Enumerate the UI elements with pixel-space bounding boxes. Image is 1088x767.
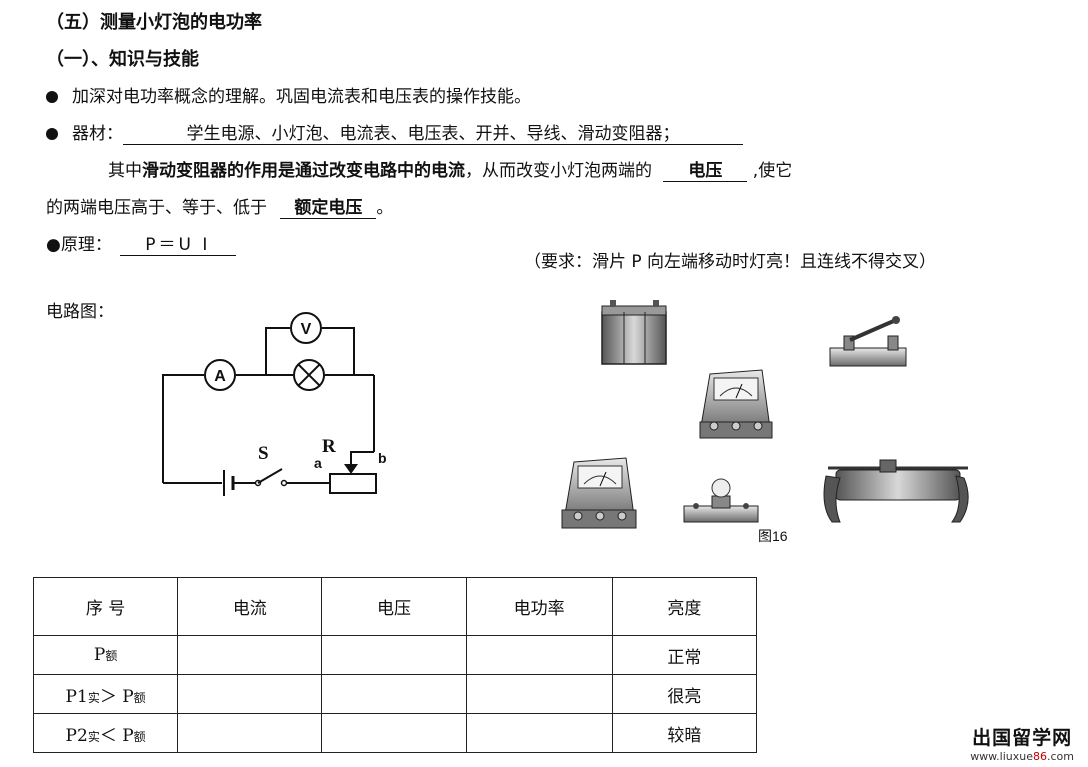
table-header-row: 序 号 电流 电压 电功率 亮度 [32,577,758,636]
circuit-diagram: A V S R a b [162,312,387,496]
ammeter-symbol [204,359,236,391]
voltmeter-image [699,369,773,439]
rheostat-line1: 其中滑动变阻器的作用是通过改变电路中的电流，从而改变小灯泡两端的 电压 ,使它 [108,156,792,182]
requirement-note: （要求：滑片 P 向左端移动时灯亮！且连线不得交叉） [524,252,937,272]
row-label: P额 [32,635,179,675]
switch-blade [257,468,283,484]
switch-contact [280,479,288,487]
cell-brightness: 很亮 [611,674,758,714]
wire-left [162,374,204,483]
cell-voltage[interactable] [321,635,467,675]
lamp-holder-image [683,478,759,523]
voltmeter-symbol [290,312,322,344]
lamp-cross-2 [297,363,321,387]
blank-rated-voltage: 额定电压 [280,193,377,219]
circuit-label: 电路图： [46,302,114,322]
rheostat-prefix: 其中 [108,161,142,181]
bullet-icon [46,91,58,103]
header-current: 电流 [177,577,323,636]
subsection-title: （一）、知识与技能 [46,49,199,70]
rheostat-box [329,473,377,494]
principle-line: ●原理： P＝U I [46,230,236,256]
section-title: （五）测量小灯泡的电功率 [46,12,262,33]
table-row: P2实＜ P额 较暗 [32,713,758,753]
rheostat-bold: 滑动变阻器的作用是通过改变电路中的电流 [142,161,465,181]
end-a-label: a [314,455,322,471]
battery-pack-image [601,300,667,365]
rheostat-image [823,459,969,523]
cell-voltage[interactable] [321,674,467,714]
rheostat-line2-suffix: 。 [376,198,394,218]
watermark-url: www.liuxue86.com [970,750,1074,763]
header-index: 序 号 [32,577,179,636]
rheostat-line2: 的两端电压高于、等于、低于 额定电压。 [46,193,393,219]
header-power: 电功率 [465,577,613,636]
cell-power[interactable] [465,674,613,714]
bullet-concept-text: 加深对电功率概念的理解。巩固电流表和电压表的操作技能。 [72,87,531,107]
rheostat-label: R [322,436,336,457]
end-b-label: b [378,450,387,466]
bullet-equipment: 器材：学生电源、小灯泡、电流表、电压表、开并、导线、滑动变阻器； [46,119,743,145]
wire-parallel-left [265,327,290,375]
rheostat-suffix: ,使它 [747,161,793,181]
watermark-title: 出国留学网 [972,727,1073,749]
header-brightness: 亮度 [611,577,758,636]
cell-current[interactable] [177,713,323,753]
table-row: P额 正常 [32,635,758,675]
ammeter-image [561,457,637,529]
knife-switch-image [829,316,907,367]
ammeter-letter: A [214,368,226,385]
rheostat-middle: ，从而改变小灯泡两端的 [465,161,652,181]
rheostat-line2-prefix: 的两端电压高于、等于、低于 [46,198,267,218]
site-watermark: 出国留学网 www.liuxue86.com [970,723,1074,763]
cell-power[interactable] [465,713,613,753]
figure-caption: 图16 [758,528,788,544]
slider-arrow-icon [344,464,358,474]
equipment-label: 器材： [72,124,123,144]
principle-label: ●原理： [46,235,112,255]
header-voltage: 电压 [321,577,467,636]
measurement-table: 序 号 电流 电压 电功率 亮度 P额 正常 P1实＞ P额 很亮 P2实＜ P… [32,577,758,753]
bullet-icon [46,128,58,140]
table-row: P1实＞ P额 很亮 [32,674,758,714]
switch-label: S [258,443,269,464]
principle-formula: P＝U I [119,230,236,256]
equipment-figure: 图16 [561,300,969,544]
voltmeter-letter: V [301,321,312,338]
cell-voltage[interactable] [321,713,467,753]
cell-brightness: 正常 [611,635,758,675]
cell-current[interactable] [177,635,323,675]
bullet-concept: 加深对电功率概念的理解。巩固电流表和电压表的操作技能。 [46,82,531,107]
cell-power[interactable] [465,635,613,675]
cell-brightness: 较暗 [611,713,758,753]
cell-current[interactable] [177,674,323,714]
equipment-value: 学生电源、小灯泡、电流表、电压表、开并、导线、滑动变阻器； [123,119,743,145]
wire-parallel-right [322,327,355,375]
row-label: P1实＞ P额 [32,674,179,714]
row-label: P2实＜ P额 [32,713,179,753]
blank-voltage: 电压 [663,156,748,182]
